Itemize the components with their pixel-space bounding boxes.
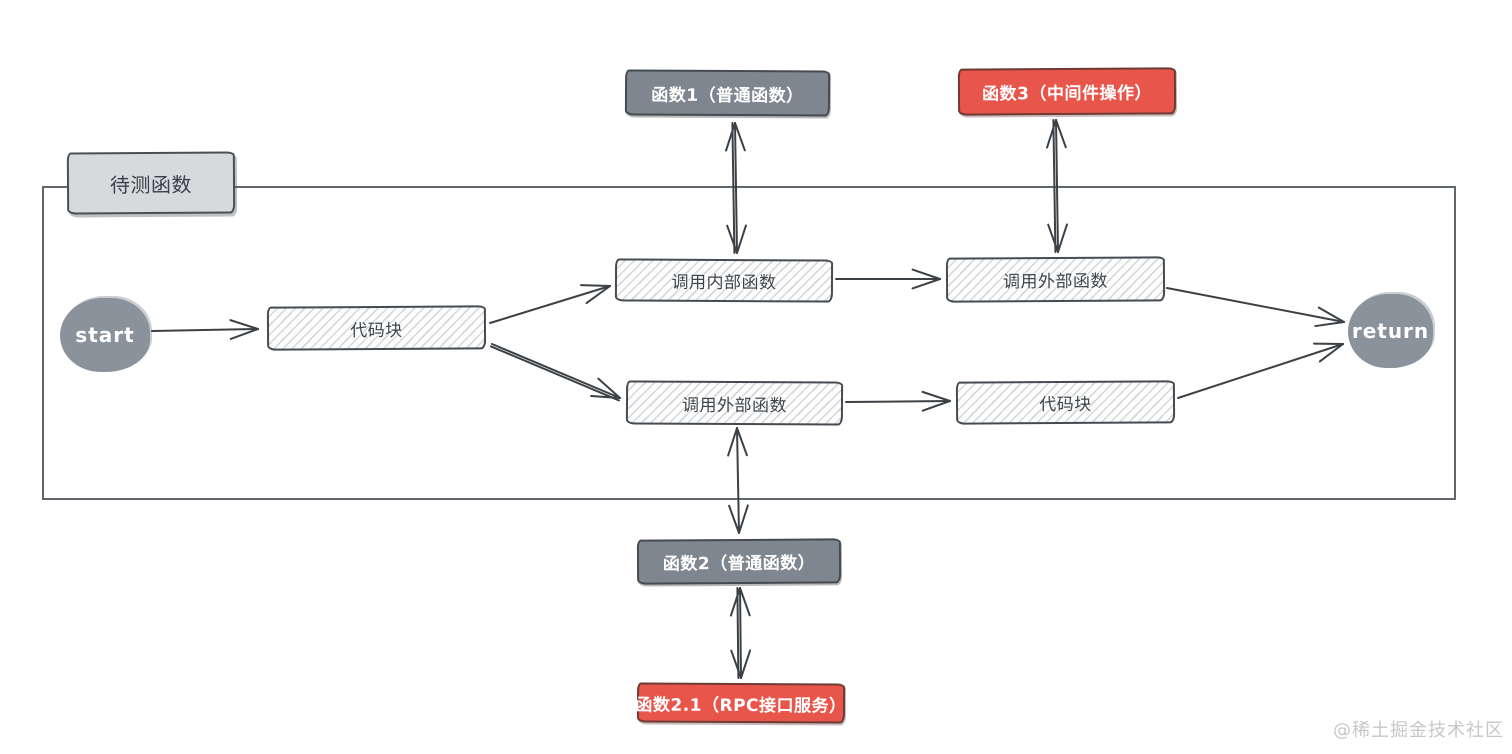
node-code-block-1: 代码块 xyxy=(266,305,487,351)
node-fn2-label: 函数2（普通函数） xyxy=(662,553,816,575)
function-under-test-boundary xyxy=(42,186,1456,500)
node-call-external-bottom: 调用外部函数 xyxy=(625,380,844,426)
node-code-block-2: 代码块 xyxy=(955,380,1176,425)
node-fn3-label: 函数3（中间件操作） xyxy=(982,83,1152,105)
node-call-external-top-label: 调用外部函数 xyxy=(1002,271,1109,293)
node-under-test-label: 待测函数 xyxy=(109,172,193,197)
node-start: start xyxy=(60,298,150,372)
edge-fn2-fn2-1-bidirectional xyxy=(729,587,752,680)
node-start-label: start xyxy=(75,323,135,347)
node-code-block-1-label: 代码块 xyxy=(350,320,403,341)
node-fn1-label: 函数1（普通函数） xyxy=(651,85,804,106)
node-call-external-bottom-label: 调用外部函数 xyxy=(681,395,788,416)
node-fn3: 函数3（中间件操作） xyxy=(957,67,1177,116)
node-under-test: 待测函数 xyxy=(66,151,236,215)
node-call-internal: 调用内部函数 xyxy=(614,258,834,303)
node-fn2-1: 函数2.1（RPC接口服务） xyxy=(635,682,847,724)
watermark: @稀土掘金技术社区 xyxy=(1333,720,1504,741)
node-call-internal-label: 调用内部函数 xyxy=(671,272,777,294)
node-fn2: 函数2（普通函数） xyxy=(636,538,842,585)
node-return: return xyxy=(1348,294,1433,368)
node-fn1: 函数1（普通函数） xyxy=(624,69,831,117)
node-return-label: return xyxy=(1351,319,1430,343)
node-call-external-top: 调用外部函数 xyxy=(945,256,1166,303)
node-code-block-2-label: 代码块 xyxy=(1039,394,1092,416)
node-fn2-1-label: 函数2.1（RPC接口服务） xyxy=(635,694,847,717)
